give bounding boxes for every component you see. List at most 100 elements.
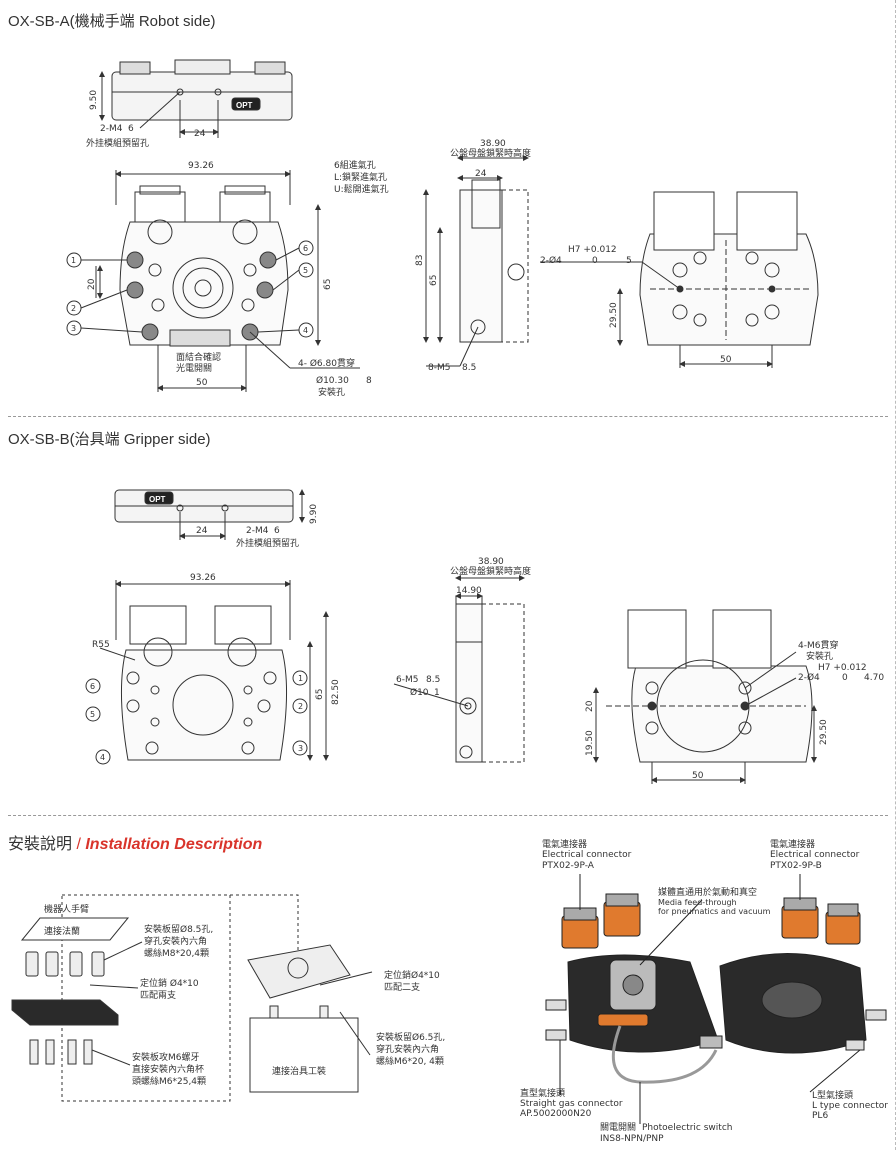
- robot-side-total: 38.90: [480, 139, 506, 149]
- photo-ltype-en: L type connector: [812, 1101, 888, 1111]
- robot-air-note-2: L:鎖緊進氣孔: [334, 171, 387, 183]
- robot-top-logo: OPT: [236, 101, 253, 110]
- gripper-port-5: 5: [90, 710, 95, 719]
- photo-conn-b-zh: 電氣連接器: [770, 838, 815, 850]
- gripper-top-note: 外挂模組預留孔: [236, 537, 299, 549]
- robot-port-5: 5: [303, 266, 308, 275]
- photo-ltype-zh: L型氣接頭: [812, 1089, 853, 1101]
- gripper-side-depth: 8.5: [426, 675, 440, 685]
- install-bolt2-note-1: 安裝板留Ø6.5孔,: [376, 1031, 445, 1043]
- install-pin2-note-2: 匹配二支: [384, 981, 420, 993]
- robot-back-depth: 5: [626, 256, 632, 266]
- robot-port-3: 3: [71, 324, 76, 333]
- robot-mount-note: 安裝孔: [318, 386, 345, 398]
- install-screw-note-2: 直接安裝內六角杯: [132, 1063, 204, 1075]
- robot-hole-note: 4- Ø6.80貫穿: [298, 357, 355, 369]
- robot-top-note: 外挂模組預留孔: [86, 137, 149, 149]
- gripper-back-mount-note: 安裝孔: [806, 650, 833, 662]
- gripper-top-logo: OPT: [149, 495, 166, 504]
- robot-side-dim24: 24: [475, 169, 487, 179]
- gripper-port-4: 4: [100, 753, 105, 762]
- product-photo: [545, 874, 887, 1124]
- photo-media-en-2: for pneumatics and vacuum: [658, 907, 771, 916]
- robot-top-thread: 2-M4: [100, 124, 123, 134]
- gripper-side-view: [393, 575, 525, 763]
- gripper-front-h8250: 82.50: [331, 679, 341, 705]
- section-separator-1: [8, 416, 888, 417]
- robot-back-tol: H7 +0.012: [568, 245, 617, 255]
- gripper-back-dim1950: 19.50: [585, 730, 595, 756]
- robot-top-width: 24: [194, 129, 206, 139]
- robot-port-1: 1: [71, 256, 76, 265]
- gripper-back-view: [593, 609, 817, 784]
- gripper-back-depth: 4.70: [864, 673, 884, 683]
- robot-back-dim50: 50: [720, 355, 732, 365]
- gripper-side-cbore-depth: 1: [434, 688, 440, 698]
- photo-switch-model: INS8-NPN/PNP: [600, 1134, 664, 1144]
- gripper-back-dim50: 50: [692, 771, 704, 781]
- gripper-side-dim1490: 14.90: [456, 586, 482, 596]
- photo-conn-b-model: PTX02-9P-B: [770, 861, 822, 871]
- gripper-top-thread: 2-M4: [246, 526, 269, 536]
- gripper-port-2: 2: [298, 702, 303, 711]
- install-diagram-robot: [11, 894, 231, 1102]
- gripper-back-pin: 2-Ø4: [798, 672, 820, 683]
- gripper-side-thread: 6-M5: [396, 675, 418, 685]
- photo-switch-en: Photoelectric switch: [642, 1123, 732, 1133]
- install-flange: 連接法蘭: [44, 925, 80, 937]
- gripper-front-h65: 65: [315, 689, 325, 700]
- robot-port-2: 2: [71, 304, 76, 313]
- robot-front-height: 65: [323, 279, 333, 290]
- robot-top-depth: 6: [128, 124, 134, 134]
- install-pin-note-2: 匹配兩支: [140, 989, 176, 1001]
- robot-side-total-note: 公盤母盤鎖緊時高度: [450, 147, 531, 159]
- robot-front-width: 93.26: [188, 161, 214, 171]
- photo-conn-a-model: PTX02-9P-A: [542, 861, 595, 871]
- install-bolt2-note-3: 螺絲M6*20, 4顆: [376, 1055, 444, 1067]
- robot-side-depth: 8.5: [462, 363, 476, 373]
- photo-straight-zh: 直型氣接頭: [520, 1087, 565, 1099]
- gripper-port-1: 1: [298, 674, 303, 683]
- photo-conn-a-en: Electrical connector: [542, 850, 632, 860]
- robot-port-4: 4: [303, 326, 308, 335]
- gripper-side-total-note: 公盤母盤鎖緊時高度: [450, 565, 531, 577]
- gripper-front-radius: R55: [92, 640, 110, 650]
- gripper-back-tol: H7 +0.012: [818, 663, 867, 673]
- gripper-back-dim2950: 29.50: [819, 719, 829, 745]
- photo-switch-zh: 關電開關: [600, 1122, 636, 1133]
- robot-dim-20: 20: [87, 278, 97, 290]
- installation-title-slash: /: [72, 836, 86, 853]
- install-fixture: 連接治具工裝: [272, 1065, 326, 1077]
- install-diagram-gripper: [230, 894, 373, 1093]
- photo-ltype-model: PL6: [812, 1111, 828, 1121]
- robot-side-h65: 65: [429, 275, 439, 286]
- gripper-front-view: [85, 580, 329, 765]
- gripper-front-width: 93.26: [190, 573, 216, 583]
- install-bolt-note-3: 螺絲M8*20,4顆: [144, 947, 209, 959]
- robot-dim-50: 50: [196, 378, 208, 388]
- photo-conn-b-en: Electrical connector: [770, 850, 860, 860]
- robot-sensor-note-1: 面結合確認: [176, 351, 221, 363]
- install-screw-note-1: 安裝板攻M6螺牙: [132, 1051, 200, 1063]
- install-pin-note-1: 定位銷 Ø4*10: [140, 977, 199, 989]
- photo-straight-model: AP.5002000N20: [520, 1109, 592, 1119]
- install-bolt-note-2: 穿孔安裝內六角: [144, 935, 207, 947]
- gripper-side-total: 38.90: [478, 557, 504, 567]
- gripper-side-title: OX-SB-B(治具端 Gripper side): [8, 431, 211, 448]
- installation-title-zh: 安裝說明: [8, 836, 73, 853]
- robot-top-height: 9.50: [89, 90, 99, 110]
- robot-air-note-3: U:鬆開進氣孔: [334, 183, 389, 195]
- robot-back-pin: 2-Ø4: [540, 255, 562, 266]
- robot-top-view: [99, 59, 293, 138]
- gripper-port-3: 3: [298, 744, 303, 753]
- gripper-back-hole-note: 4-M6貫穿: [798, 639, 838, 651]
- gripper-top-height: 9.90: [309, 504, 319, 524]
- gripper-port-6: 6: [90, 682, 95, 691]
- robot-side-thread: 8-M5: [428, 363, 450, 373]
- photo-conn-a-zh: 電氣連接器: [542, 838, 587, 850]
- install-pin2-note-1: 定位銷Ø4*10: [384, 969, 440, 981]
- installation-title: 安裝說明 / Installation Description: [8, 830, 262, 854]
- robot-front-view: [66, 170, 360, 392]
- robot-back-view: [540, 191, 819, 368]
